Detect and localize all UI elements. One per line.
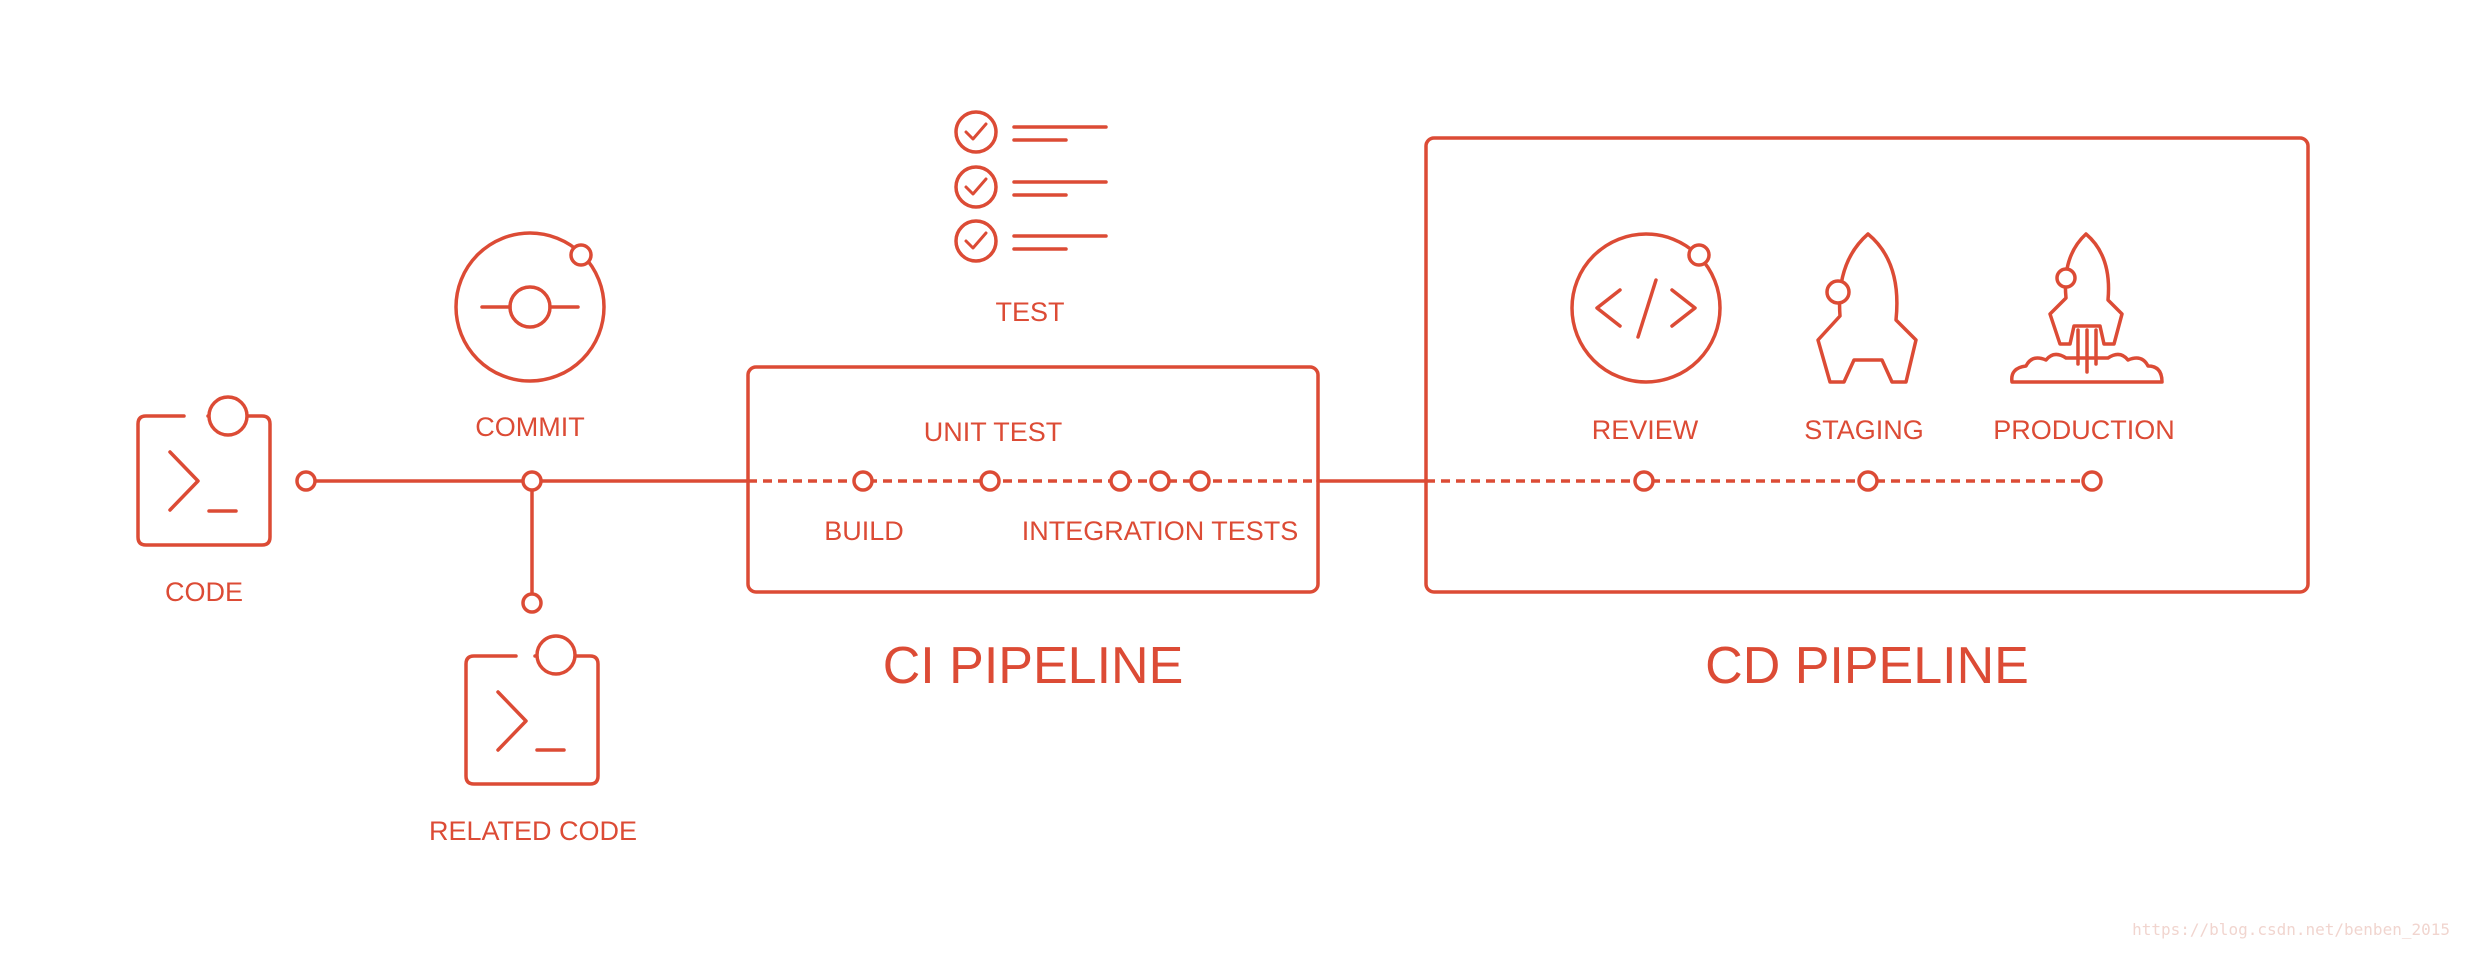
code-review-icon [1570, 232, 1722, 384]
commit-label: COMMIT [475, 412, 584, 442]
unit-test-node [979, 470, 1001, 492]
terminal-icon [136, 395, 272, 547]
rocket-icon [1816, 232, 1918, 384]
pipeline-nodes [295, 470, 2103, 614]
production-label: PRODUCTION [1993, 415, 2175, 445]
checklist-icon [954, 110, 1108, 263]
test-label: TEST [995, 297, 1064, 327]
related-code-node [521, 592, 543, 614]
cd-pipeline-title: CD PIPELINE [1705, 637, 2029, 695]
commit-icon [454, 231, 606, 383]
ci-pipeline-title: CI PIPELINE [883, 637, 1184, 695]
integration-test-node-3 [1189, 470, 1211, 492]
build-label: BUILD [824, 516, 904, 546]
code-label: CODE [165, 577, 243, 607]
staging-label: STAGING [1804, 415, 1924, 445]
review-label: REVIEW [1592, 415, 1699, 445]
related-code-label: RELATED CODE [429, 816, 637, 846]
ci-pipeline-box [746, 365, 1320, 594]
cd-pipeline-box [1424, 136, 2310, 594]
code-node [295, 470, 317, 492]
review-node [1633, 470, 1655, 492]
related-code-terminal-icon [464, 634, 600, 786]
integration-test-node-1 [1109, 470, 1131, 492]
production-node [2081, 470, 2103, 492]
staging-node [1857, 470, 1879, 492]
integration-test-node-2 [1149, 470, 1171, 492]
commit-node [521, 470, 543, 492]
watermark-text: https://blog.csdn.net/benben_2015 [2132, 920, 2450, 939]
build-node [852, 470, 874, 492]
rocket-launch-icon [2010, 232, 2164, 384]
integration-tests-label: INTEGRATION TESTS [1022, 516, 1299, 546]
unit-test-label: UNIT TEST [924, 417, 1063, 447]
